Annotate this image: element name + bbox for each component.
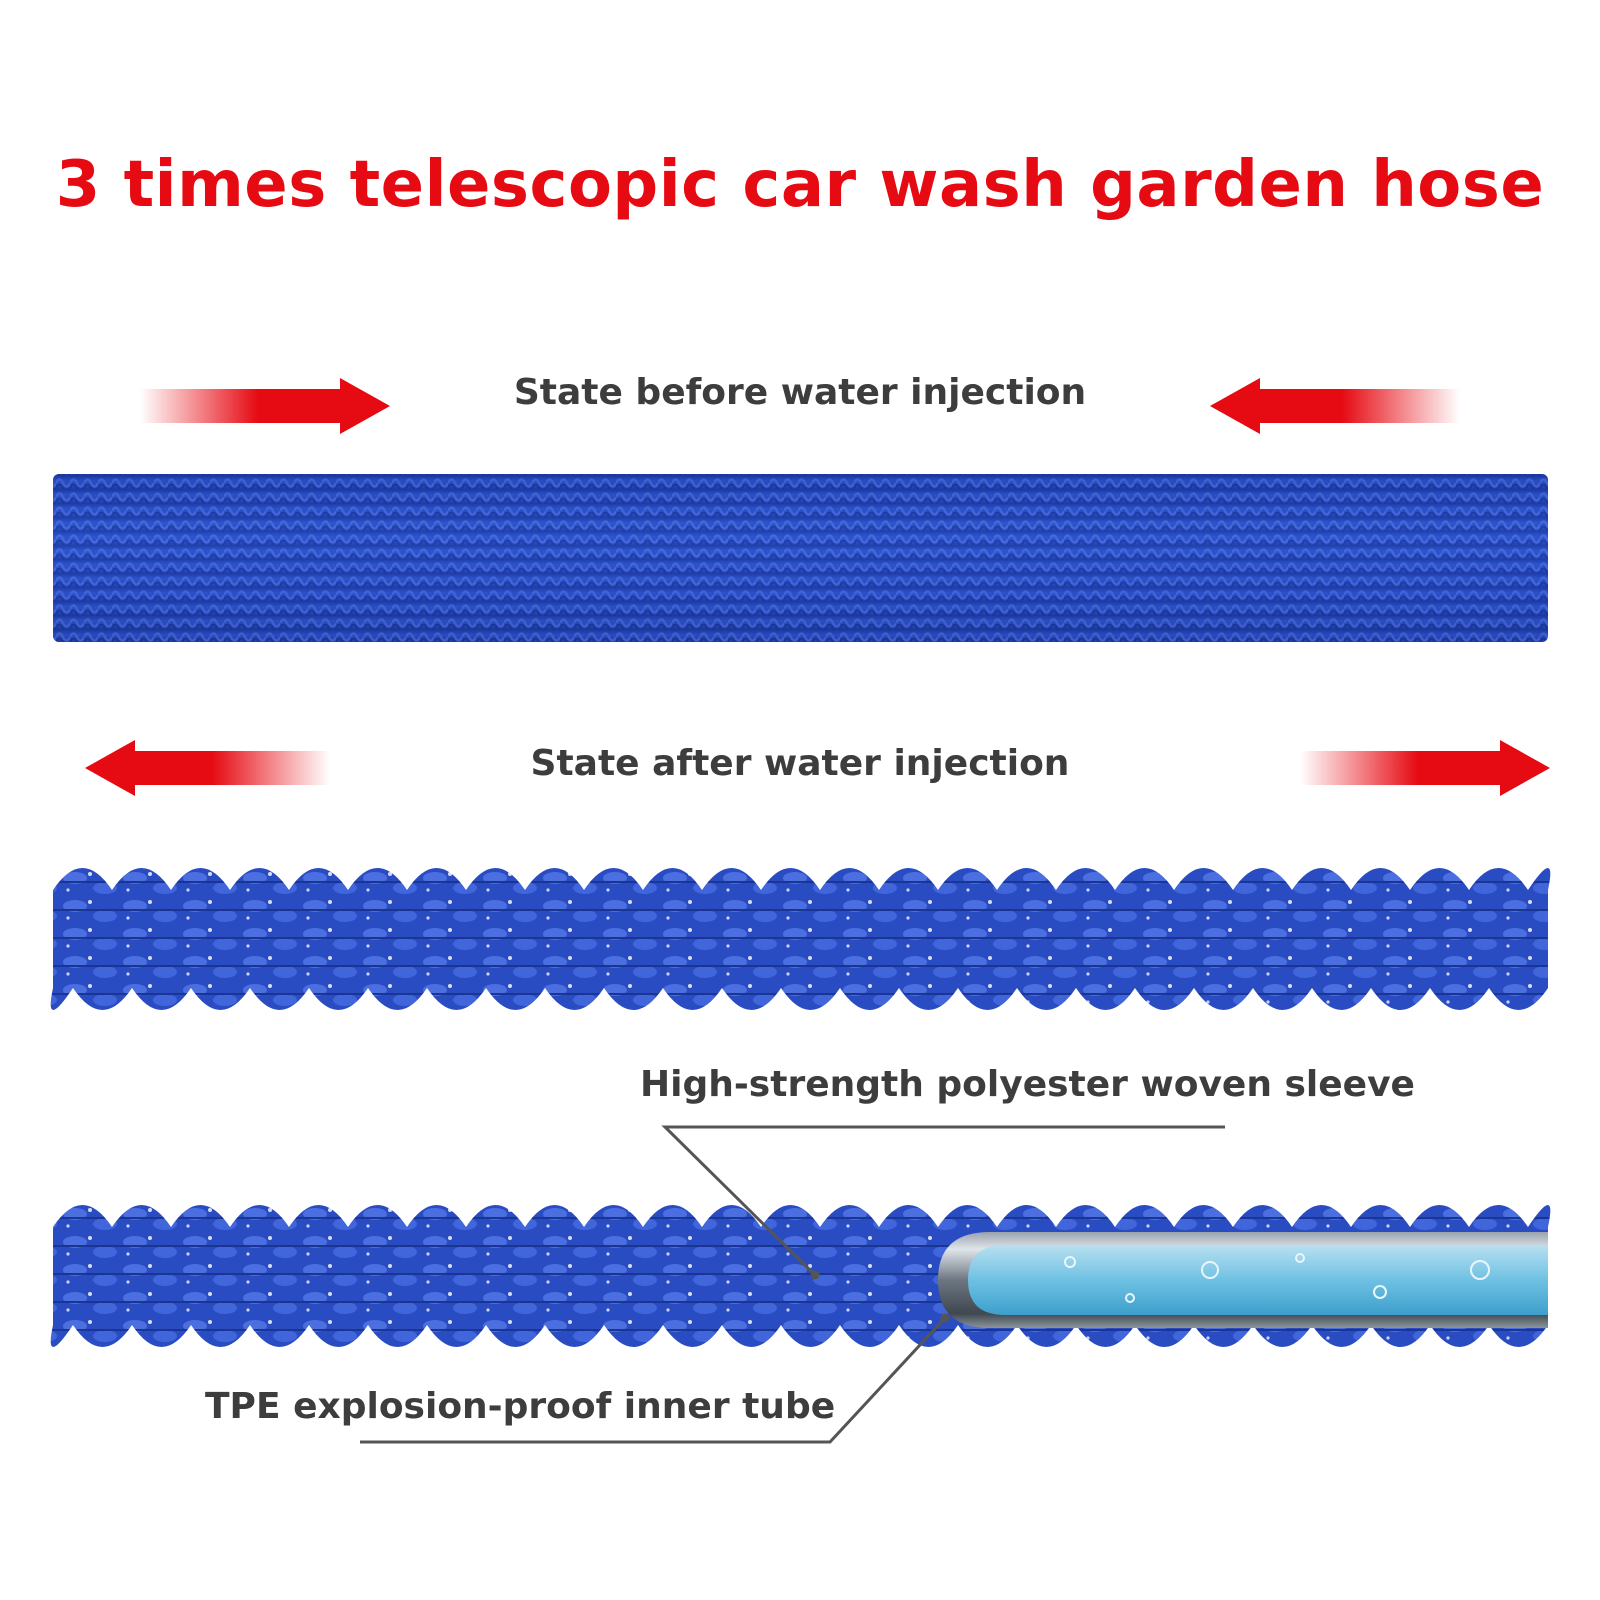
leader-line-sleeve — [661, 1125, 1225, 1280]
arrow-left-icon — [1210, 378, 1460, 434]
arrow-left-icon — [85, 740, 330, 796]
arrow-right-icon — [140, 378, 390, 434]
label-inner-tube: TPE explosion-proof inner tube — [205, 1386, 836, 1427]
leader-line-tube — [360, 1313, 950, 1444]
hose-expanded — [50, 868, 1551, 1010]
inner-tube — [938, 1232, 1548, 1328]
arrow-right-icon — [1300, 740, 1550, 796]
page-title: 3 times telescopic car wash garden hose — [55, 148, 1545, 222]
hose-compressed — [53, 474, 1548, 642]
label-woven-sleeve: High-strength polyester woven sleeve — [640, 1064, 1415, 1105]
label-before-injection: State before water injection — [513, 372, 1087, 413]
hose-cutaway — [50, 1205, 1551, 1347]
label-after-injection: State after water injection — [530, 743, 1070, 784]
